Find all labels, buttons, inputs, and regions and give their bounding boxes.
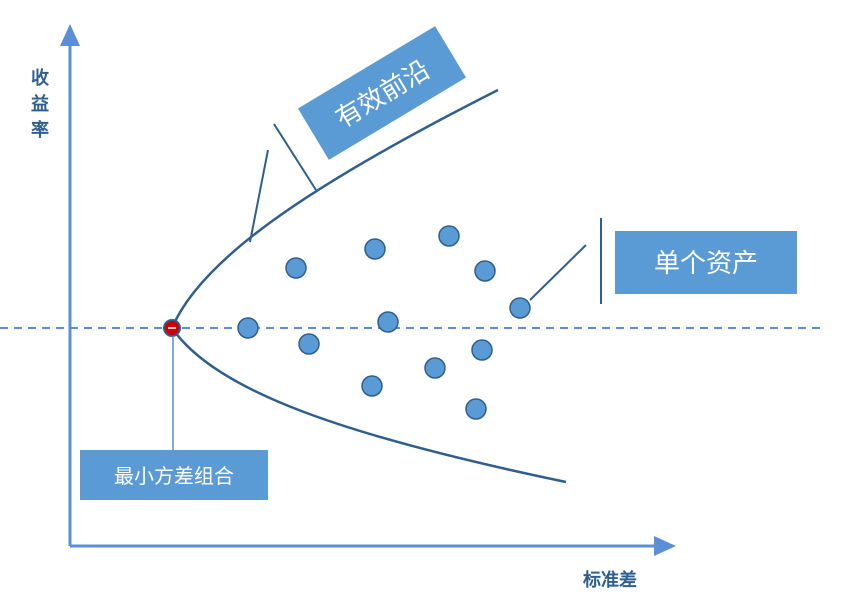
asset-callout-leader [529,244,587,301]
x-axis-label: 标准差 [582,569,637,591]
asset-dot [377,311,399,333]
asset-dot [285,257,307,279]
frontier-callout: 有效前沿 [297,26,467,160]
frontier-callout-leader [249,149,269,243]
frontier-callout-bracket [273,123,317,191]
y-axis-label-char-1: 收 [31,67,49,89]
x-axis-arrow-icon [654,536,676,556]
y-axis-arrow-icon [60,24,80,46]
asset-dot [509,297,531,319]
y-axis-label-char-3: 率 [31,119,49,141]
frontier-callout-box [297,26,467,160]
asset-dot [438,225,460,247]
asset-dot [465,398,487,420]
asset-dot [361,375,383,397]
min-variance-callout-box [80,450,268,500]
asset-dot [424,357,446,379]
asset-dot [298,333,320,355]
asset-dots [237,225,531,420]
asset-callout-label: 单个资产 [654,249,758,279]
asset-dot [474,260,496,282]
asset-dot [237,317,259,339]
asset-callout-box [615,231,797,294]
y-axis-label-char-2: 益 [31,93,49,115]
min-variance-callout-label: 最小方差组合 [114,464,234,488]
asset-dot [471,339,493,361]
asset-dot [364,238,386,260]
efficient-frontier-curve [170,88,499,329]
inefficient-frontier-curve [170,327,567,484]
